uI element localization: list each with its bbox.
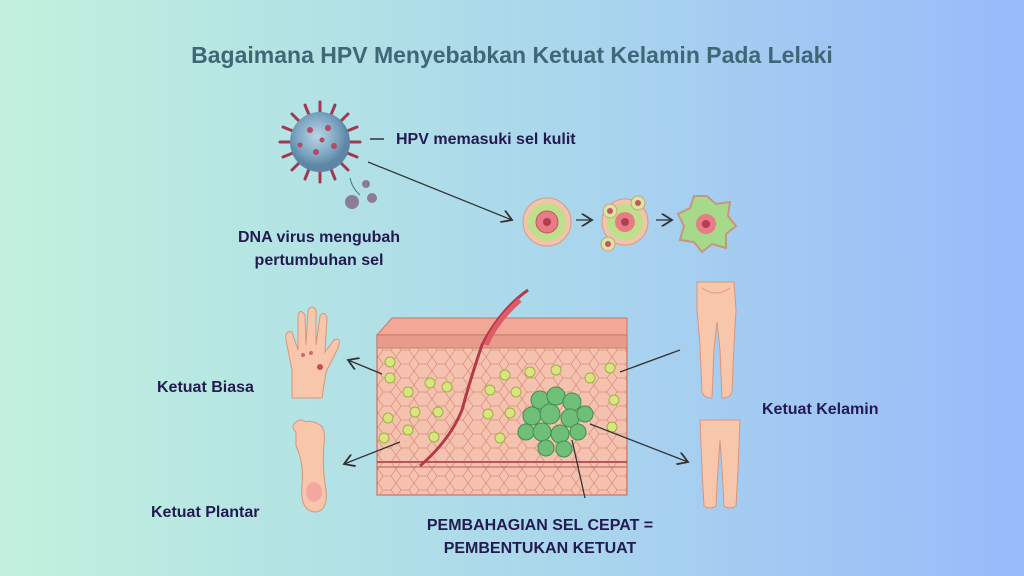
label-dna-line-1: DNA virus mengubah [237,229,401,246]
legs-icon [699,419,741,509]
hand-icon [285,306,340,399]
male-lower-body-icon [696,281,737,399]
cell-stage-1-icon [522,197,572,247]
label-virus-enter: HPV memasuki sel kulit [396,131,576,148]
page-title: Bagaimana HPV Menyebabkan Ketuat Kelamin… [191,42,833,68]
label-rapid-line-1: PEMBAHAGIAN SEL CEPAT = [426,517,654,534]
label-rapid-division: PEMBAHAGIAN SEL CEPAT = PEMBENTUKAN KETU… [400,514,680,560]
label-common-wart: Ketuat Biasa [157,379,254,396]
hpv-virus-icon [278,100,377,209]
label-rapid-line-2: PEMBENTUKAN KETUAT [443,540,637,557]
label-dna-line-2: pertumbuhan sel [254,252,384,269]
foot-icon [292,419,327,513]
label-plantar-wart: Ketuat Plantar [151,504,260,521]
label-genital-wart: Ketuat Kelamin [762,401,879,418]
wart-cluster-icon [517,386,594,458]
cell-stage-2-icon [600,195,649,252]
skin-cross-section-icon [375,288,628,496]
cell-stage-3-icon [676,195,738,254]
label-dna-change: DNA virus mengubah pertumbuhan sel [224,226,414,272]
